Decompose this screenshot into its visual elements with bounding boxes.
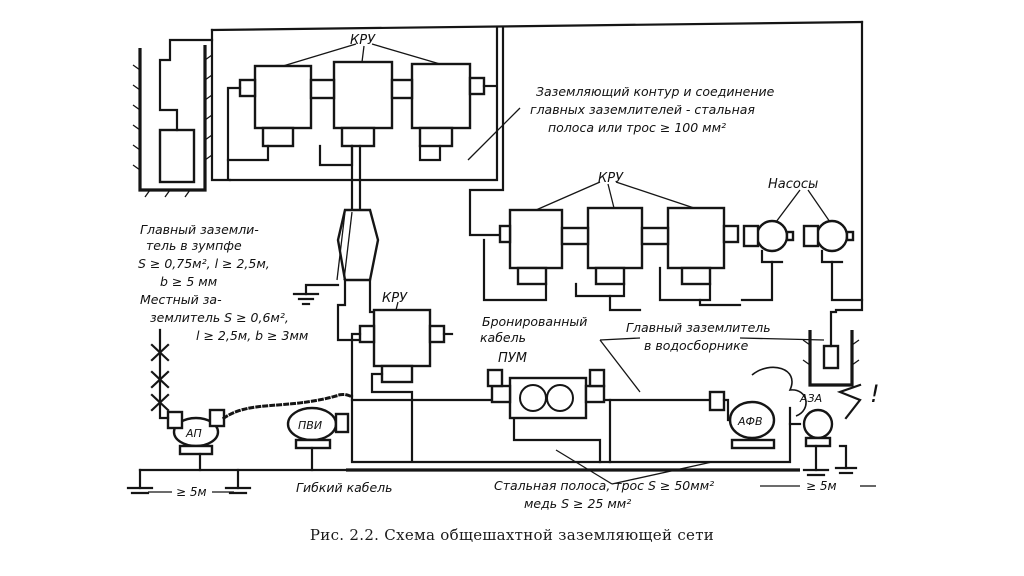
label-sump-1: Главный заземли-: [140, 222, 259, 237]
pumps: [740, 189, 864, 302]
water-sump-electrode: [802, 310, 860, 387]
label-armored-1: Бронированный: [482, 314, 587, 329]
flexible-cable: [126, 328, 354, 495]
label-water-2: в водосборнике: [644, 338, 749, 353]
label-distance-left: ≥ 5м: [176, 485, 207, 499]
label-armored-2: кабель: [480, 330, 526, 345]
text-labels: КРУ КРУ КРУ Насосы Заземляющий контур и …: [138, 33, 880, 511]
label-steel-2: медь S ≥ 25 мм²: [524, 496, 631, 511]
figure-caption: Рис. 2.2. Схема общешахтной заземляющей …: [309, 526, 715, 544]
pum-starter: [486, 368, 606, 420]
label-contour-1: Заземляющий контур и соединение: [536, 84, 775, 99]
label-water-1: Главный заземлитель: [626, 320, 771, 335]
label-afv: АФВ: [737, 415, 763, 428]
label-local-2: землитель S ≥ 0,6м²,: [150, 310, 289, 325]
label-kru-right: КРУ: [598, 171, 624, 186]
label-contour-2: главных заземлителей - стальная: [530, 102, 755, 117]
label-sump-2: тель в зумпфе: [146, 238, 242, 253]
label-steel-1: Стальная полоса, трос S ≥ 50мм²: [494, 478, 714, 493]
label-local-1: Местный за-: [140, 292, 222, 307]
lower-trunk: [346, 398, 800, 472]
pvi-unit: [286, 406, 350, 450]
aza-unit: [788, 383, 862, 477]
label-local-3: l ≥ 2,5м, b ≥ 3мм: [196, 328, 308, 343]
label-pumps: Насосы: [768, 177, 818, 192]
kru-group-top: [226, 43, 497, 180]
kru-middle: [350, 301, 454, 462]
label-aza: АЗА: [799, 392, 822, 405]
label-flexible-cable: Гибкий кабель: [296, 480, 393, 495]
sump-ground-electrode: [132, 38, 214, 198]
ap-unit: [166, 408, 226, 456]
label-contour-3: полоса или трос ≥ 100 мм²: [548, 120, 726, 135]
label-ap: АП: [185, 427, 202, 440]
label-distance-right: ≥ 5м: [806, 479, 837, 493]
label-sump-3: S ≥ 0,75м², l ≥ 2,5м,: [138, 256, 270, 271]
kru-group-right: [482, 181, 742, 312]
label-pum: ПУМ: [498, 351, 527, 366]
leader-lines: [467, 107, 876, 487]
label-pvi: ПВИ: [298, 419, 322, 432]
label-exclaim: !: [870, 380, 880, 408]
label-kru-middle: КРУ: [382, 291, 408, 306]
label-kru-top: КРУ: [350, 33, 376, 48]
afv-unit: [708, 366, 807, 450]
vertical-feeder: [292, 144, 380, 342]
main-grounding-contour: [210, 20, 864, 312]
label-sump-4: b ≥ 5 мм: [160, 274, 217, 289]
